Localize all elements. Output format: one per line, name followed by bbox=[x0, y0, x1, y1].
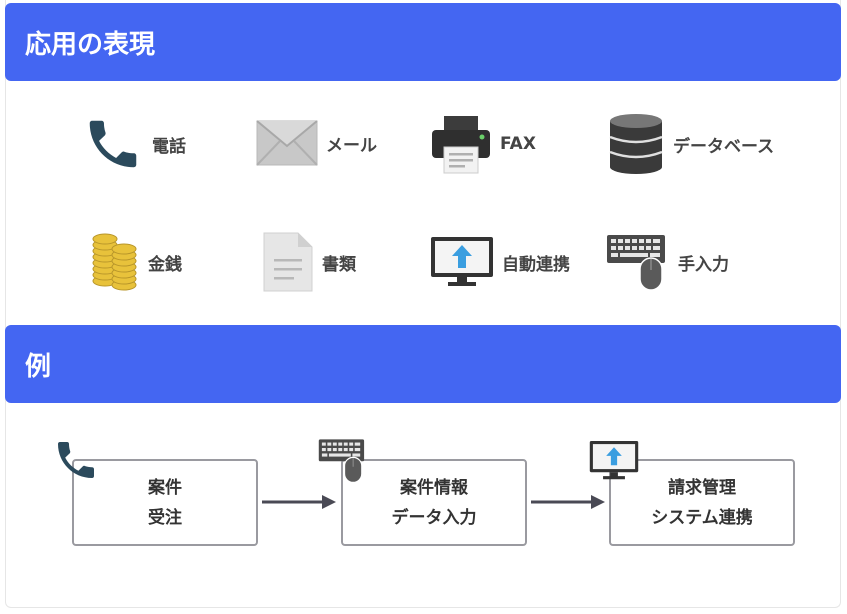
flow-step-line2: データ入力 bbox=[391, 507, 477, 528]
flow-step-line1: 案件 bbox=[148, 477, 182, 498]
example-header: 例 bbox=[5, 325, 841, 403]
app-item-mail: メール bbox=[256, 120, 377, 166]
applications-header: 応用の表現 bbox=[5, 3, 841, 81]
app-item-document: 書類 bbox=[262, 231, 356, 293]
example-title: 例 bbox=[25, 351, 52, 382]
app-label: 手入力 bbox=[678, 254, 729, 275]
app-item-manual-input: 手入力 bbox=[606, 232, 729, 292]
app-label: 電話 bbox=[152, 136, 186, 157]
app-label: FAX bbox=[500, 134, 536, 154]
app-label: 書類 bbox=[322, 254, 356, 275]
app-item-auto-link: 自動連携 bbox=[430, 236, 570, 288]
phone-icon bbox=[82, 113, 144, 175]
app-item-coins: 金銭 bbox=[90, 231, 182, 293]
flow-step-line1: 請求管理 bbox=[668, 477, 736, 498]
document-icon bbox=[262, 231, 314, 293]
coins-icon bbox=[90, 231, 140, 293]
flow-step-line1: 案件情報 bbox=[400, 477, 468, 498]
flow-arrow bbox=[262, 494, 336, 514]
monitor-upload-icon bbox=[589, 440, 639, 485]
app-item-fax: FAX bbox=[430, 113, 536, 175]
app-item-phone: 電話 bbox=[82, 113, 186, 175]
app-label: データベース bbox=[673, 136, 775, 157]
fax-icon bbox=[430, 113, 492, 175]
flow-step-line2: 受注 bbox=[148, 507, 182, 528]
app-label: メール bbox=[326, 135, 377, 156]
flow-step-line2: システム連携 bbox=[651, 507, 753, 528]
app-item-database: データベース bbox=[607, 113, 774, 175]
keyboard-mouse-icon bbox=[606, 232, 670, 292]
flow-arrow bbox=[531, 494, 605, 514]
flow-step-data-entry: 案件情報 データ入力 bbox=[341, 459, 527, 546]
monitor-upload-icon bbox=[430, 236, 494, 288]
phone-icon bbox=[52, 436, 100, 488]
applications-title: 応用の表現 bbox=[25, 29, 156, 60]
app-label: 自動連携 bbox=[502, 254, 570, 275]
keyboard-mouse-icon bbox=[318, 437, 368, 488]
flow-step-order: 案件 受注 bbox=[72, 459, 258, 546]
database-icon bbox=[607, 113, 665, 175]
flow-step-billing: 請求管理 システム連携 bbox=[609, 459, 795, 546]
mail-icon bbox=[256, 120, 318, 166]
app-label: 金銭 bbox=[148, 254, 182, 275]
